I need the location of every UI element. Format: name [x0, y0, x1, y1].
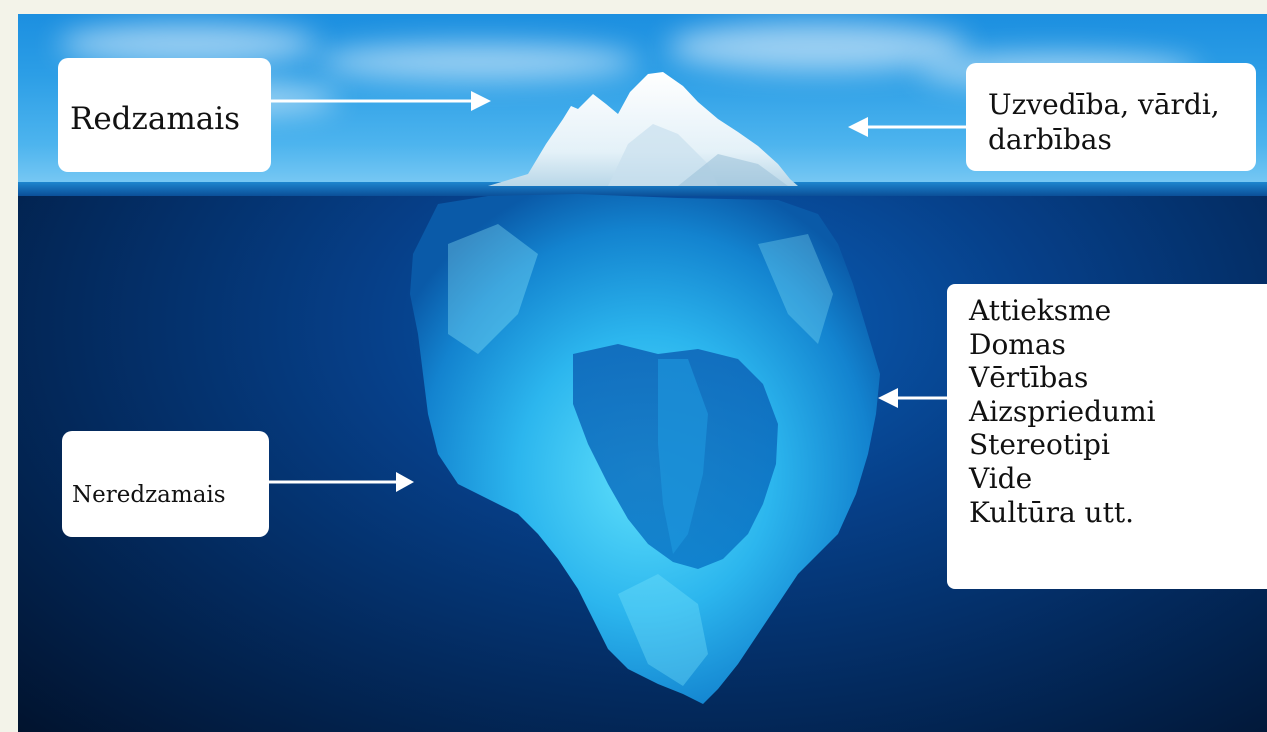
water-surface: [18, 182, 1267, 196]
invisible-label: Neredzamais: [72, 482, 226, 508]
iceberg-illustration: [410, 72, 880, 704]
visible-label: Redzamais: [70, 101, 241, 137]
arrow-right-icon: [269, 472, 414, 492]
arrow-left-icon: [848, 117, 968, 137]
invisible-item: Stereotipi: [969, 428, 1110, 462]
arrow-left-icon: [878, 388, 948, 408]
invisible-item: Kultūra utt.: [969, 495, 1134, 529]
invisible-item: Attieksme: [969, 294, 1112, 327]
visible-label-box: Redzamais: [58, 58, 271, 172]
visible-items-line: Uzvedība, vārdi,: [988, 88, 1220, 121]
iceberg-diagram: Redzamais Uzvedība, vārdi, darbības Nere…: [18, 14, 1267, 732]
invisible-item: Vērtības: [969, 361, 1089, 395]
visible-items-box: Uzvedība, vārdi, darbības: [966, 63, 1256, 171]
invisible-item: Aizspriedumi: [969, 394, 1156, 428]
invisible-items-box: Attieksme Domas Vērtības Aizspriedumi St…: [947, 284, 1267, 589]
invisible-label-box: Neredzamais: [62, 431, 269, 537]
invisible-item: Vide: [969, 461, 1033, 495]
visible-items-line: darbības: [988, 123, 1112, 156]
arrow-right-icon: [271, 91, 491, 111]
invisible-item: Domas: [969, 327, 1066, 361]
